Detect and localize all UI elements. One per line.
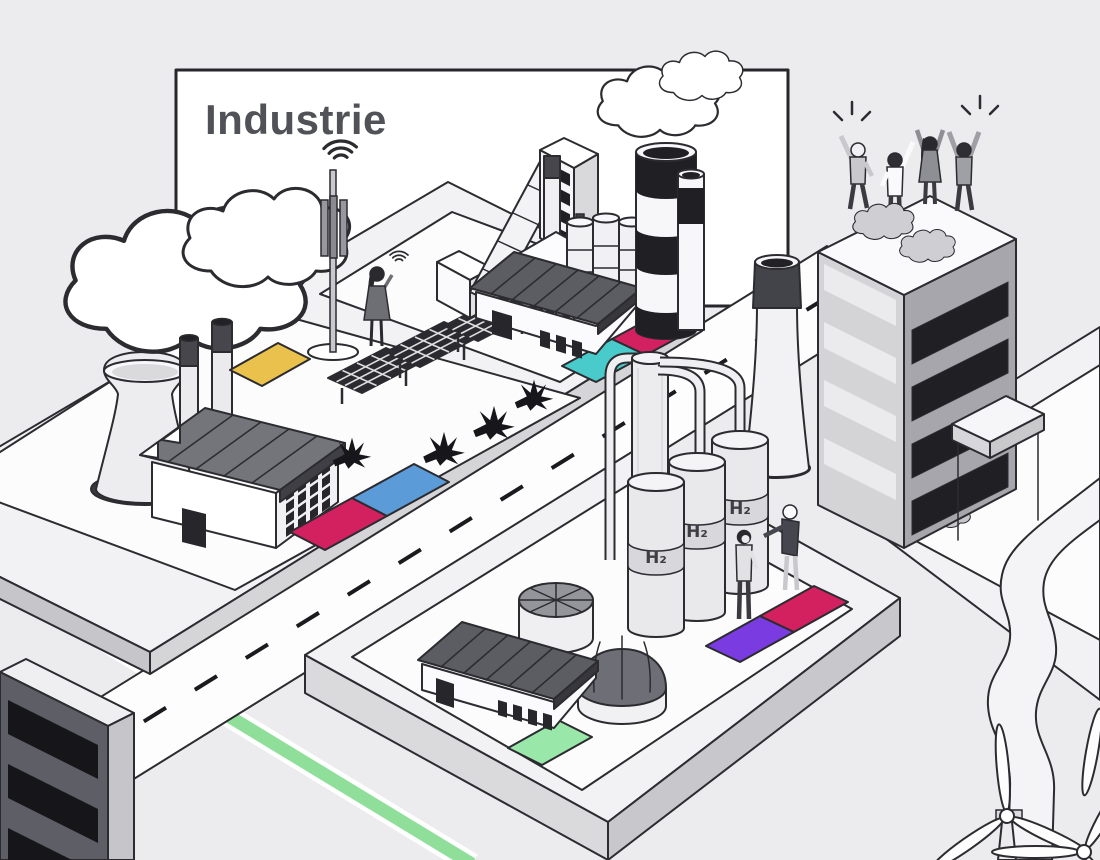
person-with-phone (363, 245, 409, 347)
tile-magenta-bottom (759, 585, 849, 633)
celebrating-people (832, 94, 1000, 263)
page-title: Industrie (205, 96, 387, 143)
tile-green (507, 719, 593, 766)
tower-right-windows (911, 281, 1009, 536)
round-tank-dome (577, 635, 667, 725)
warehouse-upper (469, 251, 643, 359)
warehouse-door (436, 678, 454, 708)
worker-hardhat (762, 504, 800, 591)
person-cheering (946, 131, 982, 212)
dark-building-windows (8, 700, 98, 860)
factory-hall-left (139, 407, 346, 549)
industrial-complex (436, 50, 744, 359)
lower-platform: H₂ H₂ H₂ (304, 351, 901, 860)
slim-chimney (677, 168, 705, 331)
tower-left-windows (824, 264, 896, 500)
entrance-awning (951, 395, 1045, 541)
person-dress (914, 129, 946, 205)
h2-label: H₂ (645, 548, 667, 568)
worker-talking (735, 529, 759, 620)
cooling-tower (90, 351, 200, 506)
hardhat-icon (782, 504, 798, 520)
h2-label: H₂ (686, 522, 708, 542)
upper-platform (0, 50, 811, 675)
tile-yellow-left (229, 342, 311, 387)
h2-tank-left: H₂ (627, 472, 685, 638)
factory-door (182, 508, 206, 548)
dark-building (0, 658, 135, 860)
person-waving (838, 134, 875, 210)
office-tower (817, 94, 1045, 549)
hydrogen-plant: H₂ H₂ H₂ (604, 351, 769, 638)
wind-turbines (925, 707, 1100, 860)
celebration-sparks-icon (832, 94, 1000, 122)
h2-label: H₂ (729, 499, 751, 519)
tile-blue (351, 463, 450, 517)
warehouse-lower (417, 621, 599, 731)
radio-mast (307, 129, 359, 361)
